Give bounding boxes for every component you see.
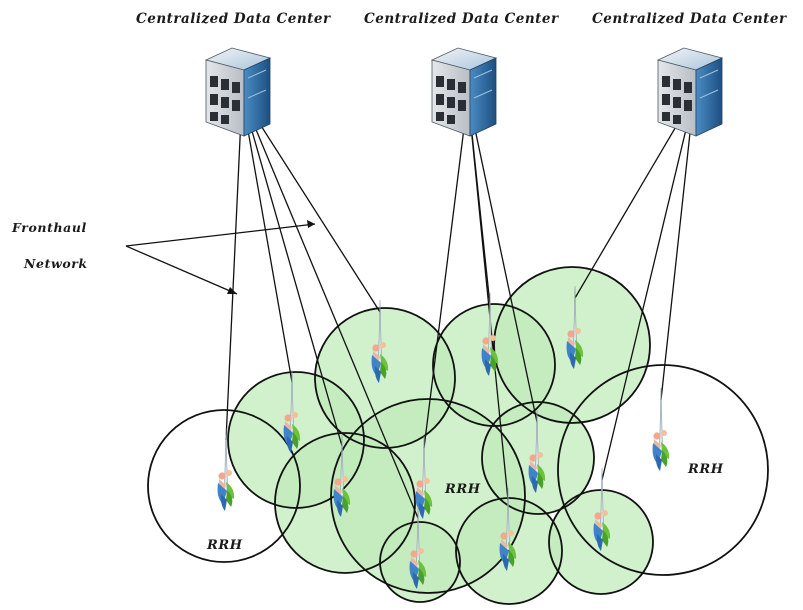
cell-coverage-circle bbox=[330, 398, 526, 594]
cell-fills bbox=[228, 267, 653, 604]
diagram-body bbox=[125, 47, 769, 605]
fronthaul-link bbox=[467, 95, 509, 501]
arrowhead-lower bbox=[227, 287, 237, 294]
rrh-antenna-icon bbox=[652, 387, 670, 472]
fronthaul-arrows bbox=[125, 220, 316, 295]
cell-outlines bbox=[147, 266, 769, 605]
rrh-label: RRH bbox=[445, 482, 481, 497]
server-icon bbox=[205, 47, 271, 137]
fronthaul-link bbox=[225, 95, 243, 441]
fronthaul-link bbox=[574, 95, 695, 299]
fronthaul-arrow-upper bbox=[125, 223, 316, 247]
fronthaul-link bbox=[423, 95, 469, 449]
cell-coverage-circle bbox=[379, 521, 461, 603]
cell-coverage-circle bbox=[557, 364, 769, 576]
cell-coverage-circle bbox=[432, 303, 556, 427]
fronthaul-link bbox=[241, 95, 381, 313]
cell-coverage-circle bbox=[481, 401, 595, 515]
fronthaul-link bbox=[241, 95, 419, 519]
network-label: Network bbox=[24, 256, 88, 271]
cell-coverage-circle bbox=[548, 489, 654, 595]
fronthaul-link bbox=[601, 95, 695, 481]
cell-coverage-circle bbox=[314, 307, 456, 449]
cell-coverage-circle bbox=[227, 371, 365, 509]
data-center-title: Centralized Data Center bbox=[136, 11, 331, 27]
fronthaul-link bbox=[241, 95, 293, 383]
server-icon bbox=[431, 47, 497, 137]
cell-coverage-circle bbox=[455, 497, 563, 605]
cell-coverage-circle bbox=[147, 409, 301, 563]
data-center-title: Centralized Data Center bbox=[592, 11, 787, 27]
rrh-label: RRH bbox=[207, 538, 243, 553]
fronthaul-link bbox=[660, 95, 695, 401]
fronthaul-label: Fronthaul bbox=[12, 220, 87, 235]
rrh-label: RRH bbox=[688, 462, 724, 477]
arrowhead-upper bbox=[307, 220, 315, 228]
data-center-servers bbox=[205, 47, 723, 137]
fronthaul-link bbox=[241, 95, 343, 447]
cell-coverage-circle bbox=[274, 432, 416, 574]
cell-coverage-circle bbox=[493, 266, 651, 424]
data-center-title: Centralized Data Center bbox=[364, 11, 559, 27]
fronthaul-arrow-lower bbox=[125, 245, 238, 295]
fronthaul-link bbox=[467, 95, 538, 423]
server-icon bbox=[657, 47, 723, 137]
